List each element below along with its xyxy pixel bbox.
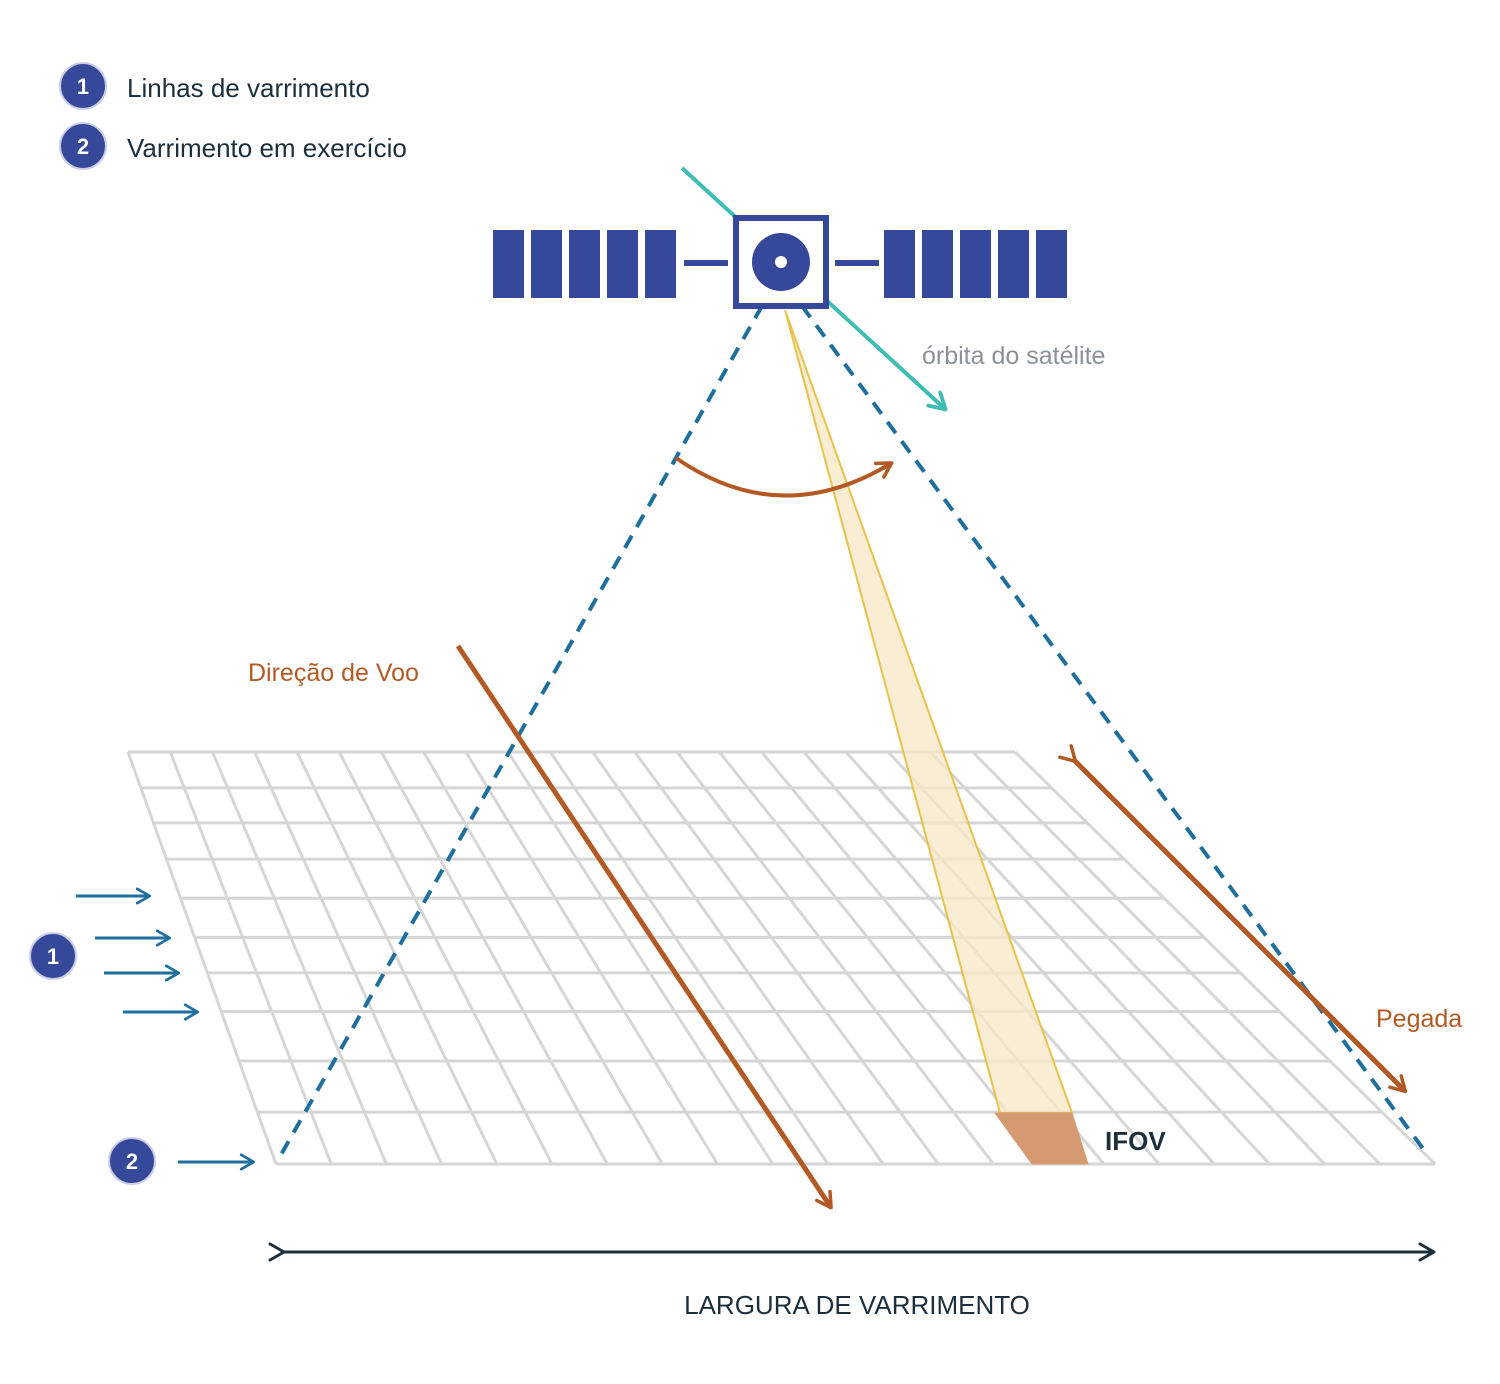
legend-label-active-scan: Varrimento em exercício <box>127 133 407 163</box>
grid-column-line <box>253 751 443 1165</box>
legend-badge-1: 1 <box>59 62 107 110</box>
grid-column-line <box>718 751 1050 1165</box>
grid-column-line <box>464 751 719 1165</box>
swath-width-label: LARGURA DE VARRIMENTO <box>684 1290 1030 1320</box>
grid-column-line <box>506 751 774 1165</box>
orbit-label: órbita do satélite <box>922 342 1105 370</box>
grid-column-line <box>675 751 995 1165</box>
flight-direction-arrow <box>455 644 833 1210</box>
grid-column-line <box>549 751 830 1165</box>
scan-arc-arrow <box>674 456 894 498</box>
grid-column-line <box>295 751 499 1165</box>
scan-line-arrows <box>76 887 200 1021</box>
grid-column-line <box>633 751 940 1165</box>
ifov-cell <box>994 1112 1089 1165</box>
legend-badge-number: 1 <box>77 74 89 99</box>
legend-badge-number: 2 <box>77 134 89 159</box>
flight-direction-label: Direção de Voo <box>248 659 419 687</box>
scan-lines-badge-number: 1 <box>47 944 59 969</box>
grid-column-line <box>380 751 609 1165</box>
ground-grid <box>126 750 1437 1166</box>
sensor-beam <box>784 309 1074 1114</box>
footprint-arrow <box>1058 744 1408 1094</box>
ifov-label: IFOV <box>1105 1126 1166 1156</box>
active-scan-badge: 2 <box>108 1137 156 1185</box>
grid-column-line <box>844 751 1216 1165</box>
footprint-label: Pegada <box>1376 1005 1462 1033</box>
swath-edge-left <box>276 305 764 1161</box>
grid-column-line <box>211 751 388 1165</box>
scan-lines-badge: 1 <box>29 932 77 980</box>
grid-column-line <box>591 751 885 1165</box>
grid-column-line <box>126 751 278 1165</box>
grid-column-line <box>168 751 333 1165</box>
satellite-icon <box>493 215 1067 309</box>
grid-column-line <box>422 751 664 1165</box>
active-scan-badge-number: 2 <box>126 1149 138 1174</box>
grid-column-line <box>337 751 554 1165</box>
swath-edge-right <box>800 304 1426 1152</box>
legend-label-scan-lines: Linhas de varrimento <box>127 73 370 103</box>
legend-badge-2: 2 <box>59 122 107 170</box>
